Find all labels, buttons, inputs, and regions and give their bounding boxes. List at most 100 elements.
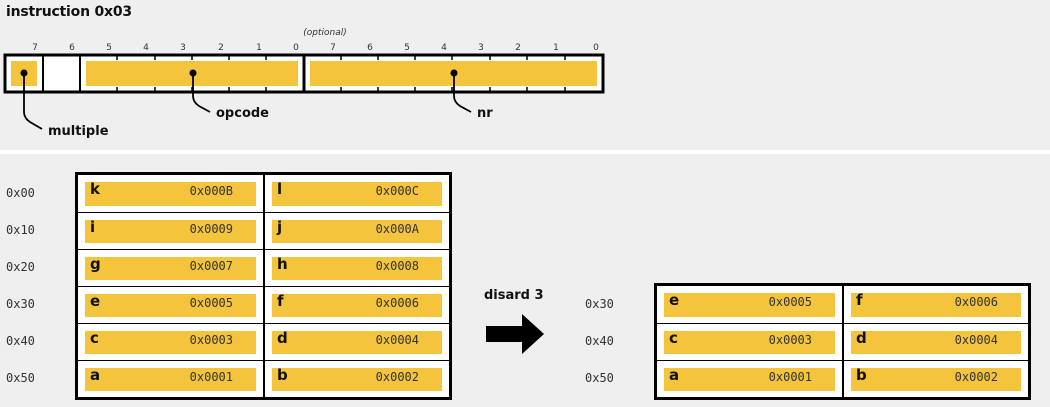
slot-fill <box>664 368 835 391</box>
slot-value: 0x0007 <box>189 259 233 273</box>
slot-fill <box>851 293 1021 317</box>
stack-slot-f: f 0x0006 <box>265 287 449 323</box>
slot-name: a <box>90 366 101 384</box>
nr-leader <box>453 73 472 113</box>
slot-name: e <box>90 292 101 310</box>
byte2-bit-1: 6 <box>367 43 373 53</box>
slot-value: 0x0005 <box>768 295 812 309</box>
opcode-leader <box>192 73 211 113</box>
address-label: 0x50 <box>585 371 614 385</box>
slot-name: d <box>277 329 288 347</box>
slot-fill <box>85 368 256 391</box>
slot-fill <box>272 331 442 354</box>
slot-value: 0x0008 <box>375 259 419 273</box>
byte2-bit-4: 3 <box>478 43 484 53</box>
address-label: 0x30 <box>6 297 35 311</box>
byte1-bit-5: 2 <box>218 43 224 53</box>
slot-name: d <box>856 329 867 347</box>
slot-fill <box>272 368 442 391</box>
nr-label: nr <box>477 106 493 121</box>
slot-name: f <box>277 292 284 310</box>
slot-name: b <box>277 366 288 384</box>
slot-fill <box>272 294 442 317</box>
slot-value: 0x0006 <box>954 295 998 309</box>
stack-row: g 0x0007 h 0x0008 <box>78 249 449 286</box>
byte2-bit-3: 4 <box>441 43 447 53</box>
stack-slot-a: a 0x0001 <box>78 361 265 397</box>
byte2-bit-5: 2 <box>515 43 521 53</box>
byte1-bit-4: 3 <box>180 43 186 53</box>
slot-name: i <box>90 218 96 236</box>
slot-value: 0x000B <box>189 184 233 198</box>
address-label: 0x10 <box>6 223 35 237</box>
byte2-bit-0: 7 <box>330 43 336 53</box>
slot-name: j <box>277 218 283 236</box>
stack-slot-h: h 0x0008 <box>265 250 449 286</box>
slot-name: b <box>856 366 867 384</box>
stack-row: i 0x0009 j 0x000A <box>78 212 449 249</box>
optional-note: (optional) <box>303 28 347 38</box>
stack-slot-d: d 0x0004 <box>265 324 449 360</box>
instruction-encoding-panel: instruction 0x03 (optional) 7 6 5 4 3 2 1 0 7 6 5… <box>0 0 1050 150</box>
slot-value: 0x000A <box>375 222 419 236</box>
multiple-label: multiple <box>48 124 109 139</box>
slot-value: 0x0002 <box>954 370 998 384</box>
slot-value: 0x0003 <box>189 333 233 347</box>
instruction-title: instruction 0x03 <box>6 4 132 20</box>
slot-fill <box>272 182 442 206</box>
slot-value: 0x0003 <box>768 333 812 347</box>
slot-name: g <box>90 255 101 273</box>
slot-fill <box>851 331 1021 354</box>
slot-name: l <box>277 180 283 198</box>
slot-name: a <box>669 366 680 384</box>
panel-divider <box>0 150 1050 154</box>
slot-name: c <box>669 329 678 347</box>
stack-slot-j: j 0x000A <box>265 213 449 249</box>
slot-value: 0x0009 <box>189 222 233 236</box>
byte1-bit-0: 7 <box>32 43 38 53</box>
slot-value: 0x0004 <box>375 333 419 347</box>
byte2-bit-7: 0 <box>593 43 599 53</box>
slot-name: e <box>669 291 680 309</box>
stack-slot-c: c 0x0003 <box>657 324 844 360</box>
slot-fill <box>85 182 256 206</box>
slot-fill <box>851 368 1021 391</box>
right-arrow-icon <box>486 314 544 354</box>
slot-name: h <box>277 255 288 273</box>
stack-slot-d: d 0x0004 <box>844 324 1028 360</box>
byte1-bit-1: 6 <box>69 43 75 53</box>
slot-fill <box>272 257 442 280</box>
slot-fill <box>664 331 835 354</box>
address-label: 0x40 <box>6 334 35 348</box>
byte1-bit-6: 1 <box>256 43 262 53</box>
slot-value: 0x0006 <box>375 296 419 310</box>
slot-fill <box>85 220 256 243</box>
slot-value: 0x0001 <box>189 370 233 384</box>
slot-fill <box>272 220 442 243</box>
address-label: 0x50 <box>6 371 35 385</box>
byte2-bit-2: 5 <box>404 43 410 53</box>
bit-ticks <box>116 55 566 92</box>
stack-slot-e: e 0x0005 <box>657 286 844 323</box>
byte1-bit-2: 5 <box>106 43 112 53</box>
multiple-leader <box>23 73 43 130</box>
slot-fill <box>85 257 256 280</box>
slot-value: 0x0004 <box>954 333 998 347</box>
